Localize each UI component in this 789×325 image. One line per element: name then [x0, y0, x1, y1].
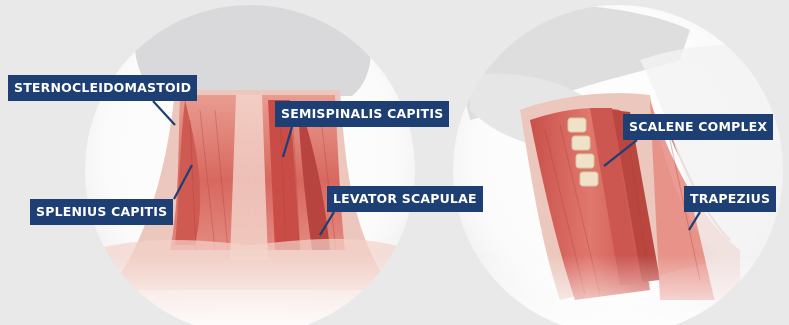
label-levator-scapulae: LEVATOR SCAPULAE: [327, 186, 483, 212]
lateral-neck-illustration: [450, 3, 789, 325]
label-sternocleidomastoid: STERNOCLEIDOMASTOID: [8, 75, 197, 101]
posterior-neck-illustration: [80, 0, 420, 325]
label-semispinalis-capitis: SEMISPINALIS CAPITIS: [275, 101, 449, 127]
label-trapezius: TRAPEZIUS: [684, 186, 776, 212]
label-splenius-capitis: SPLENIUS CAPITIS: [30, 199, 173, 225]
label-scalene-complex: SCALENE COMPLEX: [623, 114, 773, 140]
